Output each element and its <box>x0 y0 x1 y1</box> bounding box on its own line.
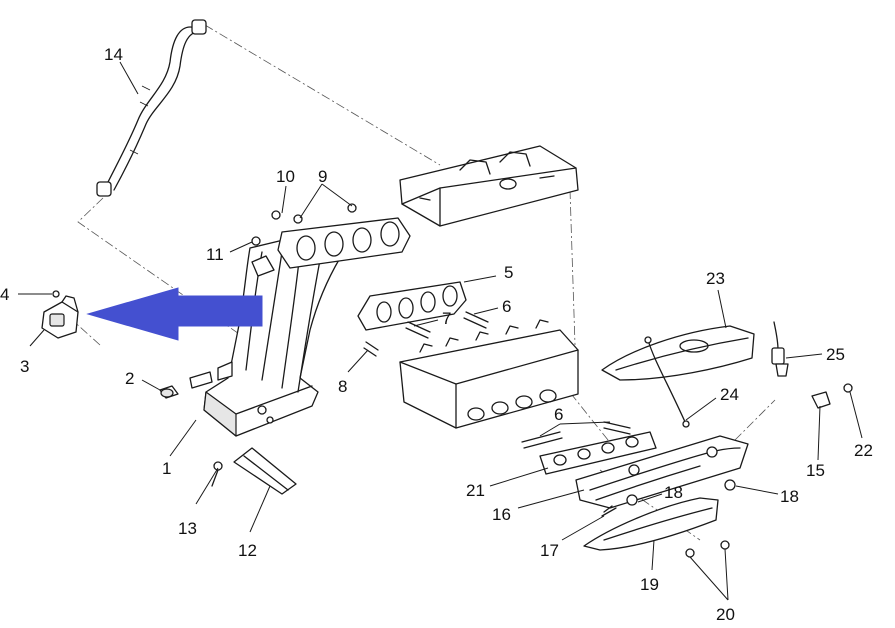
nut-9b <box>347 203 357 213</box>
intake-manifold <box>189 235 341 437</box>
callout-10: 10 <box>276 167 295 186</box>
exhaust-fasteners <box>601 479 736 517</box>
nut-9a <box>293 214 303 224</box>
indicator-arrow <box>86 287 263 341</box>
bolt-17 <box>601 505 617 517</box>
exhaust-gasket <box>539 431 657 475</box>
callout-11: 11 <box>206 245 224 264</box>
callout-4: 4 <box>0 285 9 304</box>
callout-6b: 6 <box>554 405 563 424</box>
callout-8: 8 <box>338 377 347 396</box>
callout-18b: 18 <box>780 487 799 506</box>
callout-labels: 14 10 9 11 4 3 2 1 13 12 5 6 7 8 6 21 16… <box>0 45 873 624</box>
heat-shield-lower <box>583 497 719 551</box>
flange-fasteners <box>251 203 357 246</box>
hose-clamp-upper <box>191 19 207 35</box>
plug <box>159 385 179 399</box>
callout-20: 20 <box>716 605 735 624</box>
shield-screws <box>685 540 730 558</box>
nut-18a <box>626 494 638 506</box>
callout-2: 2 <box>125 369 134 388</box>
callout-16: 16 <box>492 505 511 524</box>
heat-shield-upper <box>601 325 755 381</box>
bracket-15 <box>811 391 831 409</box>
support-bracket <box>233 447 297 495</box>
sensor <box>41 295 79 339</box>
callout-19: 19 <box>640 575 659 594</box>
oxygen-sensor <box>771 321 789 377</box>
callout-25: 25 <box>826 345 845 364</box>
callout-1: 1 <box>162 459 171 478</box>
callout-15: 15 <box>806 461 825 480</box>
cylinder-head <box>399 319 579 429</box>
rod-24 <box>644 336 690 428</box>
valve-cover <box>399 145 579 227</box>
nut-11 <box>251 236 261 246</box>
callout-18a: 18 <box>664 483 683 502</box>
callout-17: 17 <box>540 541 559 560</box>
callout-23: 23 <box>706 269 725 288</box>
callout-3: 3 <box>20 357 29 376</box>
callout-14: 14 <box>104 45 123 64</box>
intake-gasket <box>357 281 467 331</box>
bolt-10 <box>271 210 281 220</box>
hose-clamp-lower <box>96 181 112 197</box>
callout-5: 5 <box>504 263 513 282</box>
callout-22: 22 <box>854 441 873 460</box>
callout-9: 9 <box>318 167 327 186</box>
callout-6a: 6 <box>502 297 511 316</box>
intake-manifold-flange <box>277 217 411 269</box>
callout-24: 24 <box>720 385 739 404</box>
callout-21: 21 <box>466 481 485 500</box>
leader-lines <box>18 61 863 601</box>
bolt-13 <box>211 461 223 487</box>
exhaust-manifold <box>575 435 749 509</box>
sensor-screw <box>52 290 60 298</box>
callout-7: 7 <box>442 309 451 328</box>
studs <box>363 311 631 449</box>
bolt-22 <box>843 383 853 393</box>
nut-18b <box>724 479 736 491</box>
callout-13: 13 <box>178 519 197 538</box>
callout-12: 12 <box>238 541 257 560</box>
breather-hose <box>96 19 207 197</box>
